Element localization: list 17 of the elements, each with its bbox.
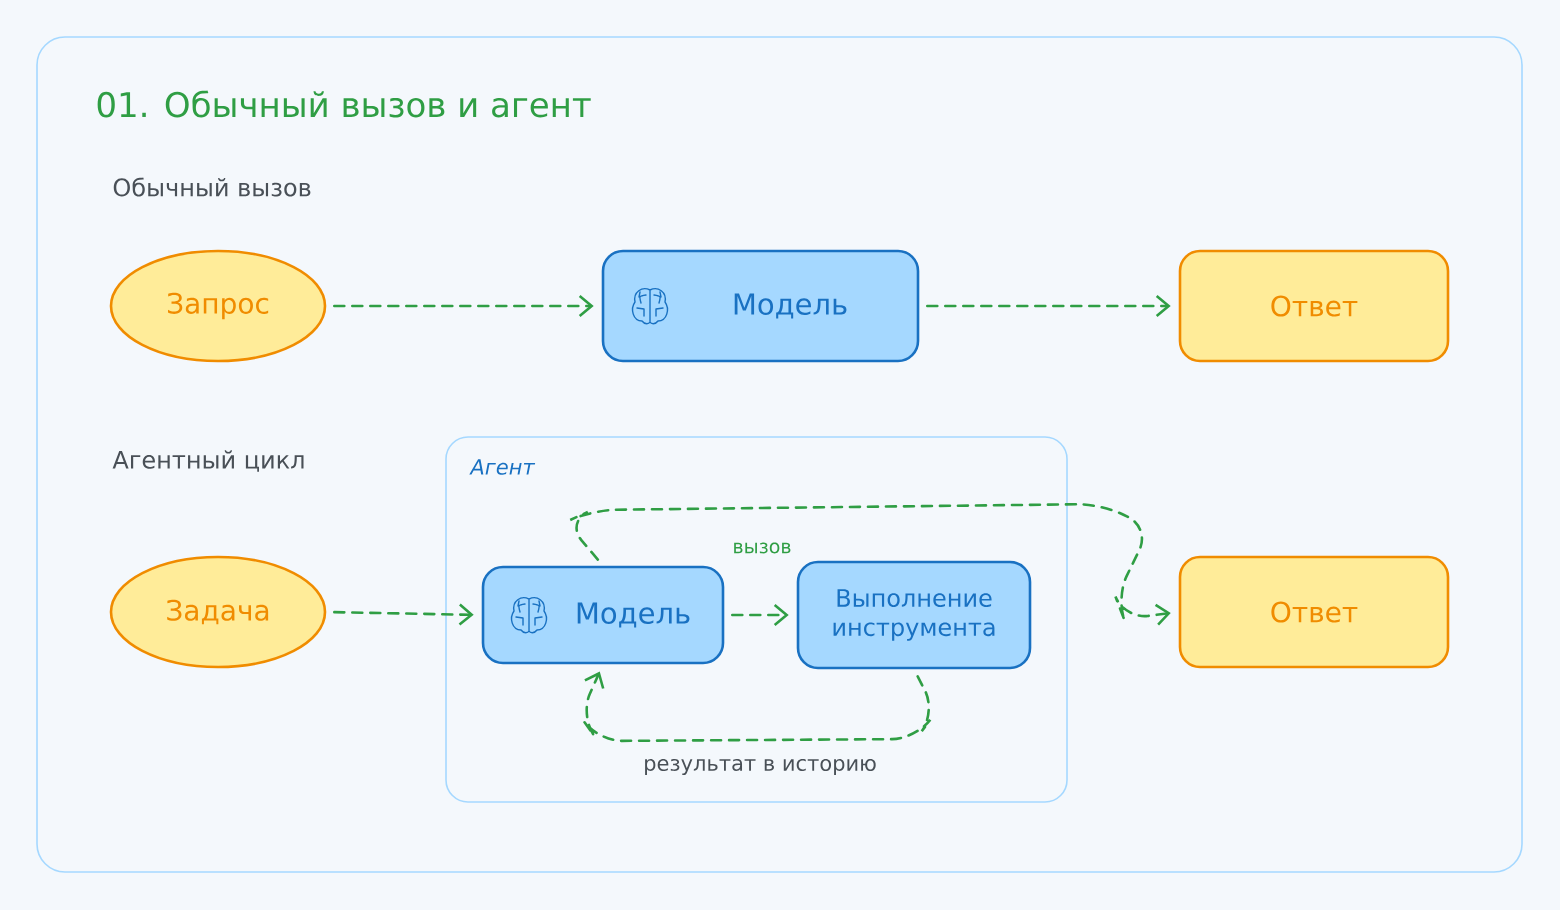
arrow xyxy=(582,671,932,743)
result-box: Ответ xyxy=(1178,555,1450,669)
section-label: Агентный цикл xyxy=(112,450,304,472)
title: 01. Обычный вызов и агент xyxy=(97,90,591,118)
arrow xyxy=(333,603,474,626)
section-label: Обычный вызов xyxy=(113,177,311,197)
result-box: Ответ xyxy=(1178,249,1450,363)
edge-label: результат в историю xyxy=(640,755,880,779)
process-box: Выполнение инструмента xyxy=(796,560,1032,670)
arrow xyxy=(926,295,1171,317)
ellipse-node: Задача xyxy=(109,555,327,669)
arrow xyxy=(568,502,1171,626)
ellipse-node: Запрос xyxy=(109,249,327,363)
arrow xyxy=(731,604,789,626)
process-box: Модель xyxy=(481,565,725,665)
process-box: Модель xyxy=(601,249,920,363)
arrow xyxy=(333,295,594,317)
